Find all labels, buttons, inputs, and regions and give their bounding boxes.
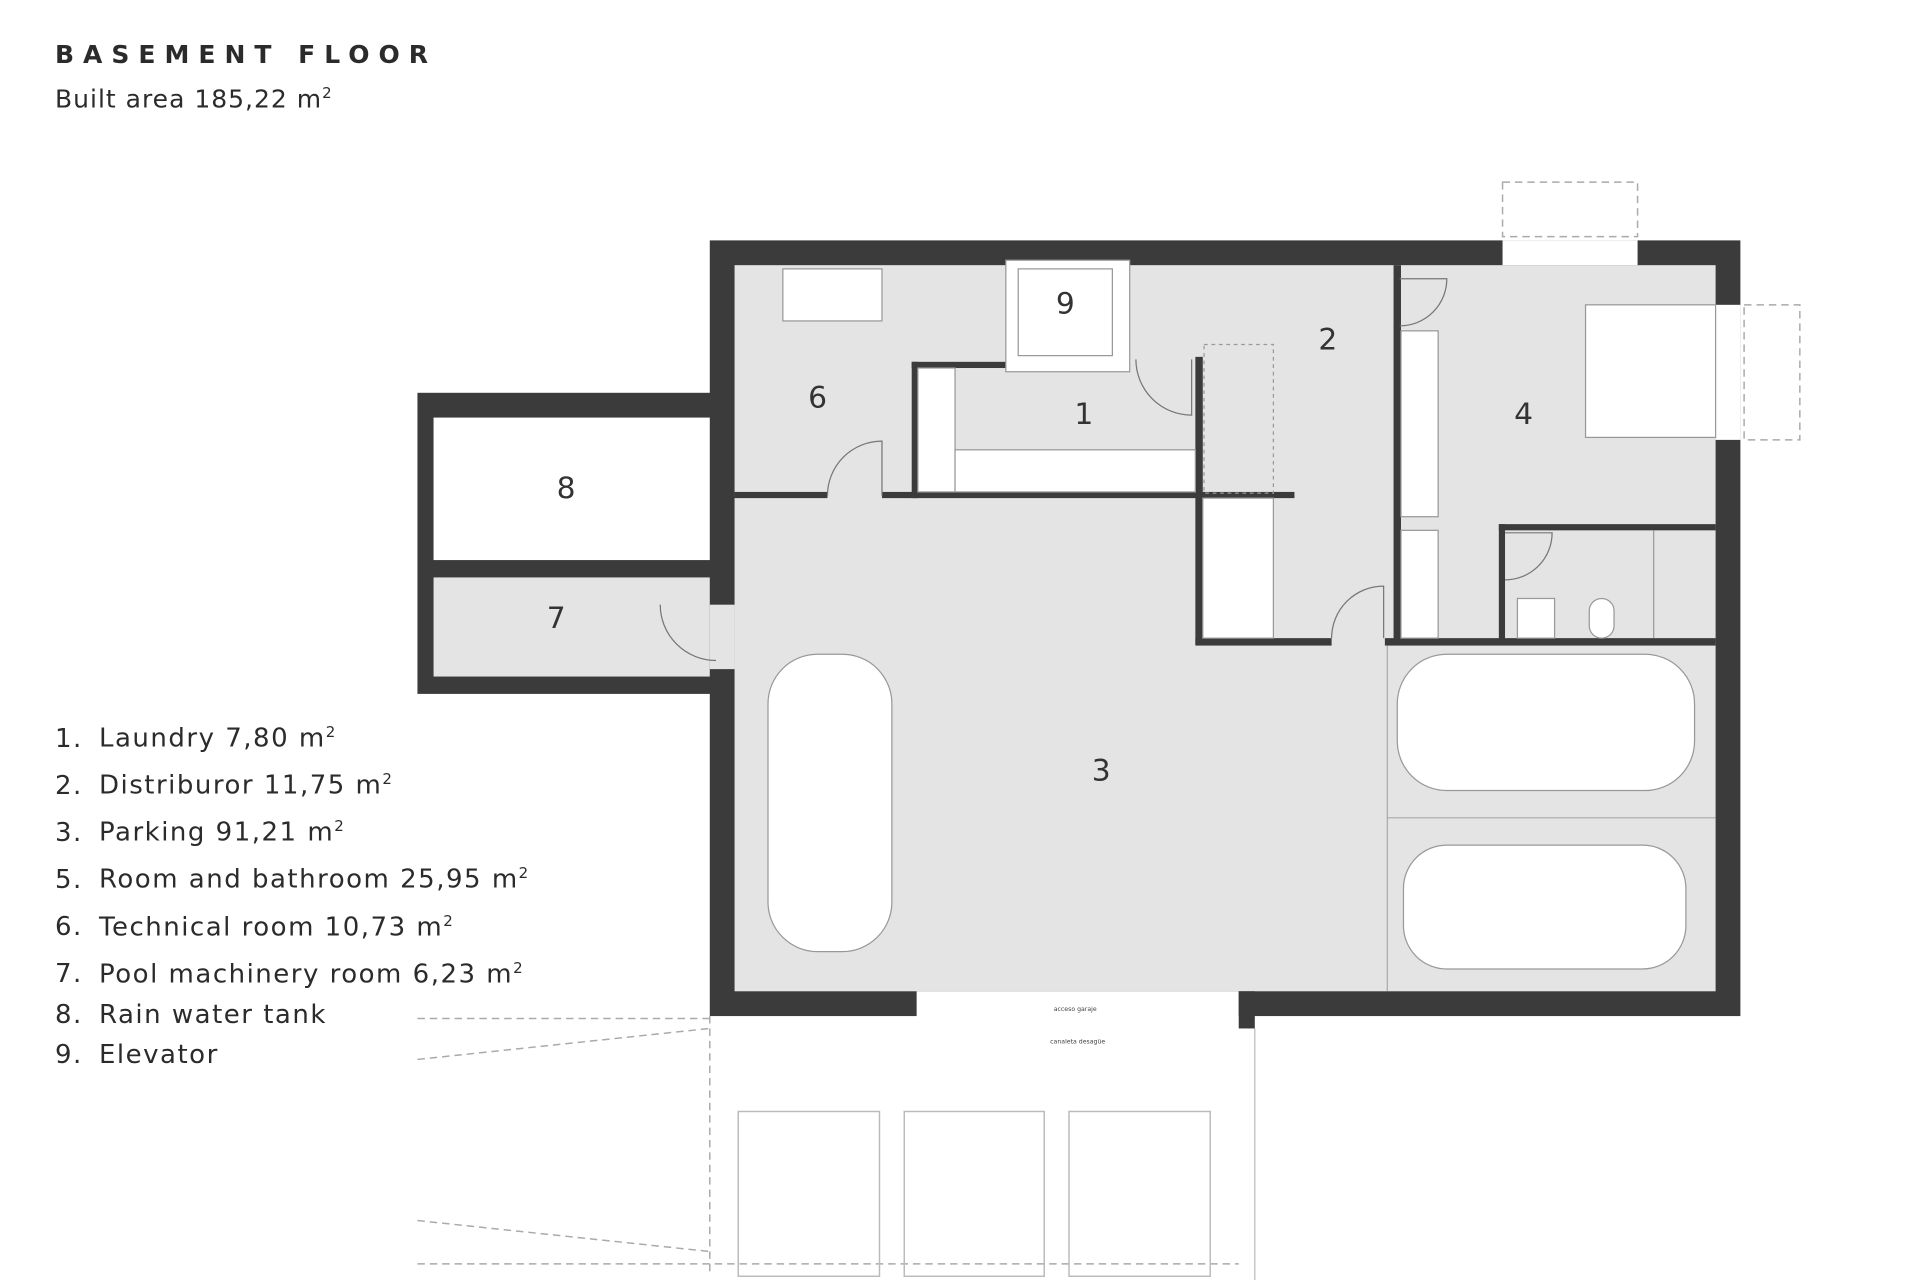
built-area: Built area 185,22 m2	[55, 84, 333, 113]
legend-label: Parking 91,21 m	[99, 817, 335, 848]
parking-bays	[1386, 645, 1716, 992]
page-title: BASEMENT FLOOR	[55, 40, 437, 69]
legend-item: 6. Technical room 10,73 m2	[55, 901, 530, 948]
legend-item: 7. Pool machinery room 6,23 m2	[55, 948, 530, 995]
built-area-text: Built area 185,22 m	[55, 84, 323, 114]
legend-number: 3.	[55, 817, 83, 848]
legend-number: 1.	[55, 723, 83, 754]
room-label-2: 2	[1318, 322, 1337, 357]
room-label-6: 6	[808, 381, 827, 416]
legend-sup: 2	[325, 723, 337, 741]
legend-number: 9.	[55, 1040, 83, 1071]
room-label-9: 9	[1056, 286, 1075, 321]
legend-sup: 2	[334, 817, 346, 836]
car-icon	[1396, 653, 1696, 792]
legend-number: 2.	[55, 770, 83, 801]
legend-number: 6.	[55, 912, 83, 943]
room-legend: 1.Laundry 7,80 m2 2.Distriburor 11,75 m2…	[55, 712, 530, 1076]
legend-item: 1. Laundry 7,80 m2	[55, 712, 530, 759]
legend-sup: 2	[518, 864, 530, 883]
room-label-1: 1	[1074, 397, 1093, 432]
legend-item: 3. Parking 91,21 m2	[55, 806, 530, 853]
drain-label: canaleta desagüe	[1050, 1038, 1105, 1045]
legend-sup: 2	[513, 958, 525, 977]
legend-label: Pool machinery room 6,23 m	[99, 959, 514, 990]
legend-item: 5. Room and bathroom 25,95 m2	[55, 853, 530, 900]
legend-number: 5.	[55, 865, 83, 896]
legend-sup: 2	[382, 770, 394, 789]
exterior-dashed-lines	[417, 181, 1801, 1277]
legend-item: 2. Distriburor 11,75 m2	[55, 759, 530, 806]
doors	[659, 278, 1553, 662]
room-label-7: 7	[547, 601, 566, 636]
furniture	[782, 259, 1717, 639]
room-label-4: 4	[1514, 397, 1533, 432]
legend-label: Distriburor 11,75 m	[99, 770, 383, 801]
car-icon	[1402, 844, 1687, 970]
legend-number: 7.	[55, 959, 83, 990]
legend-label: Room and bathroom 25,95 m	[99, 865, 519, 896]
legend-item: 8. Rain water tank	[55, 995, 530, 1036]
legend-label: Laundry 7,80 m	[99, 723, 326, 754]
legend-sup: 2	[443, 911, 455, 930]
legend-number: 8.	[55, 999, 83, 1030]
legend-item: 9. Elevator	[55, 1035, 530, 1076]
garage-access-label: acceso garaje	[1054, 1006, 1097, 1013]
unit-superscript: 2	[322, 84, 333, 102]
legend-label: Elevator	[99, 1040, 219, 1071]
outdoor-parking-spaces	[737, 1110, 1211, 1278]
room-label-8: 8	[557, 471, 576, 506]
room-label-3: 3	[1092, 754, 1111, 789]
legend-label: Rain water tank	[99, 999, 327, 1030]
car-icon	[767, 653, 893, 953]
cars	[767, 653, 1696, 970]
legend-label: Technical room 10,73 m	[99, 912, 444, 943]
